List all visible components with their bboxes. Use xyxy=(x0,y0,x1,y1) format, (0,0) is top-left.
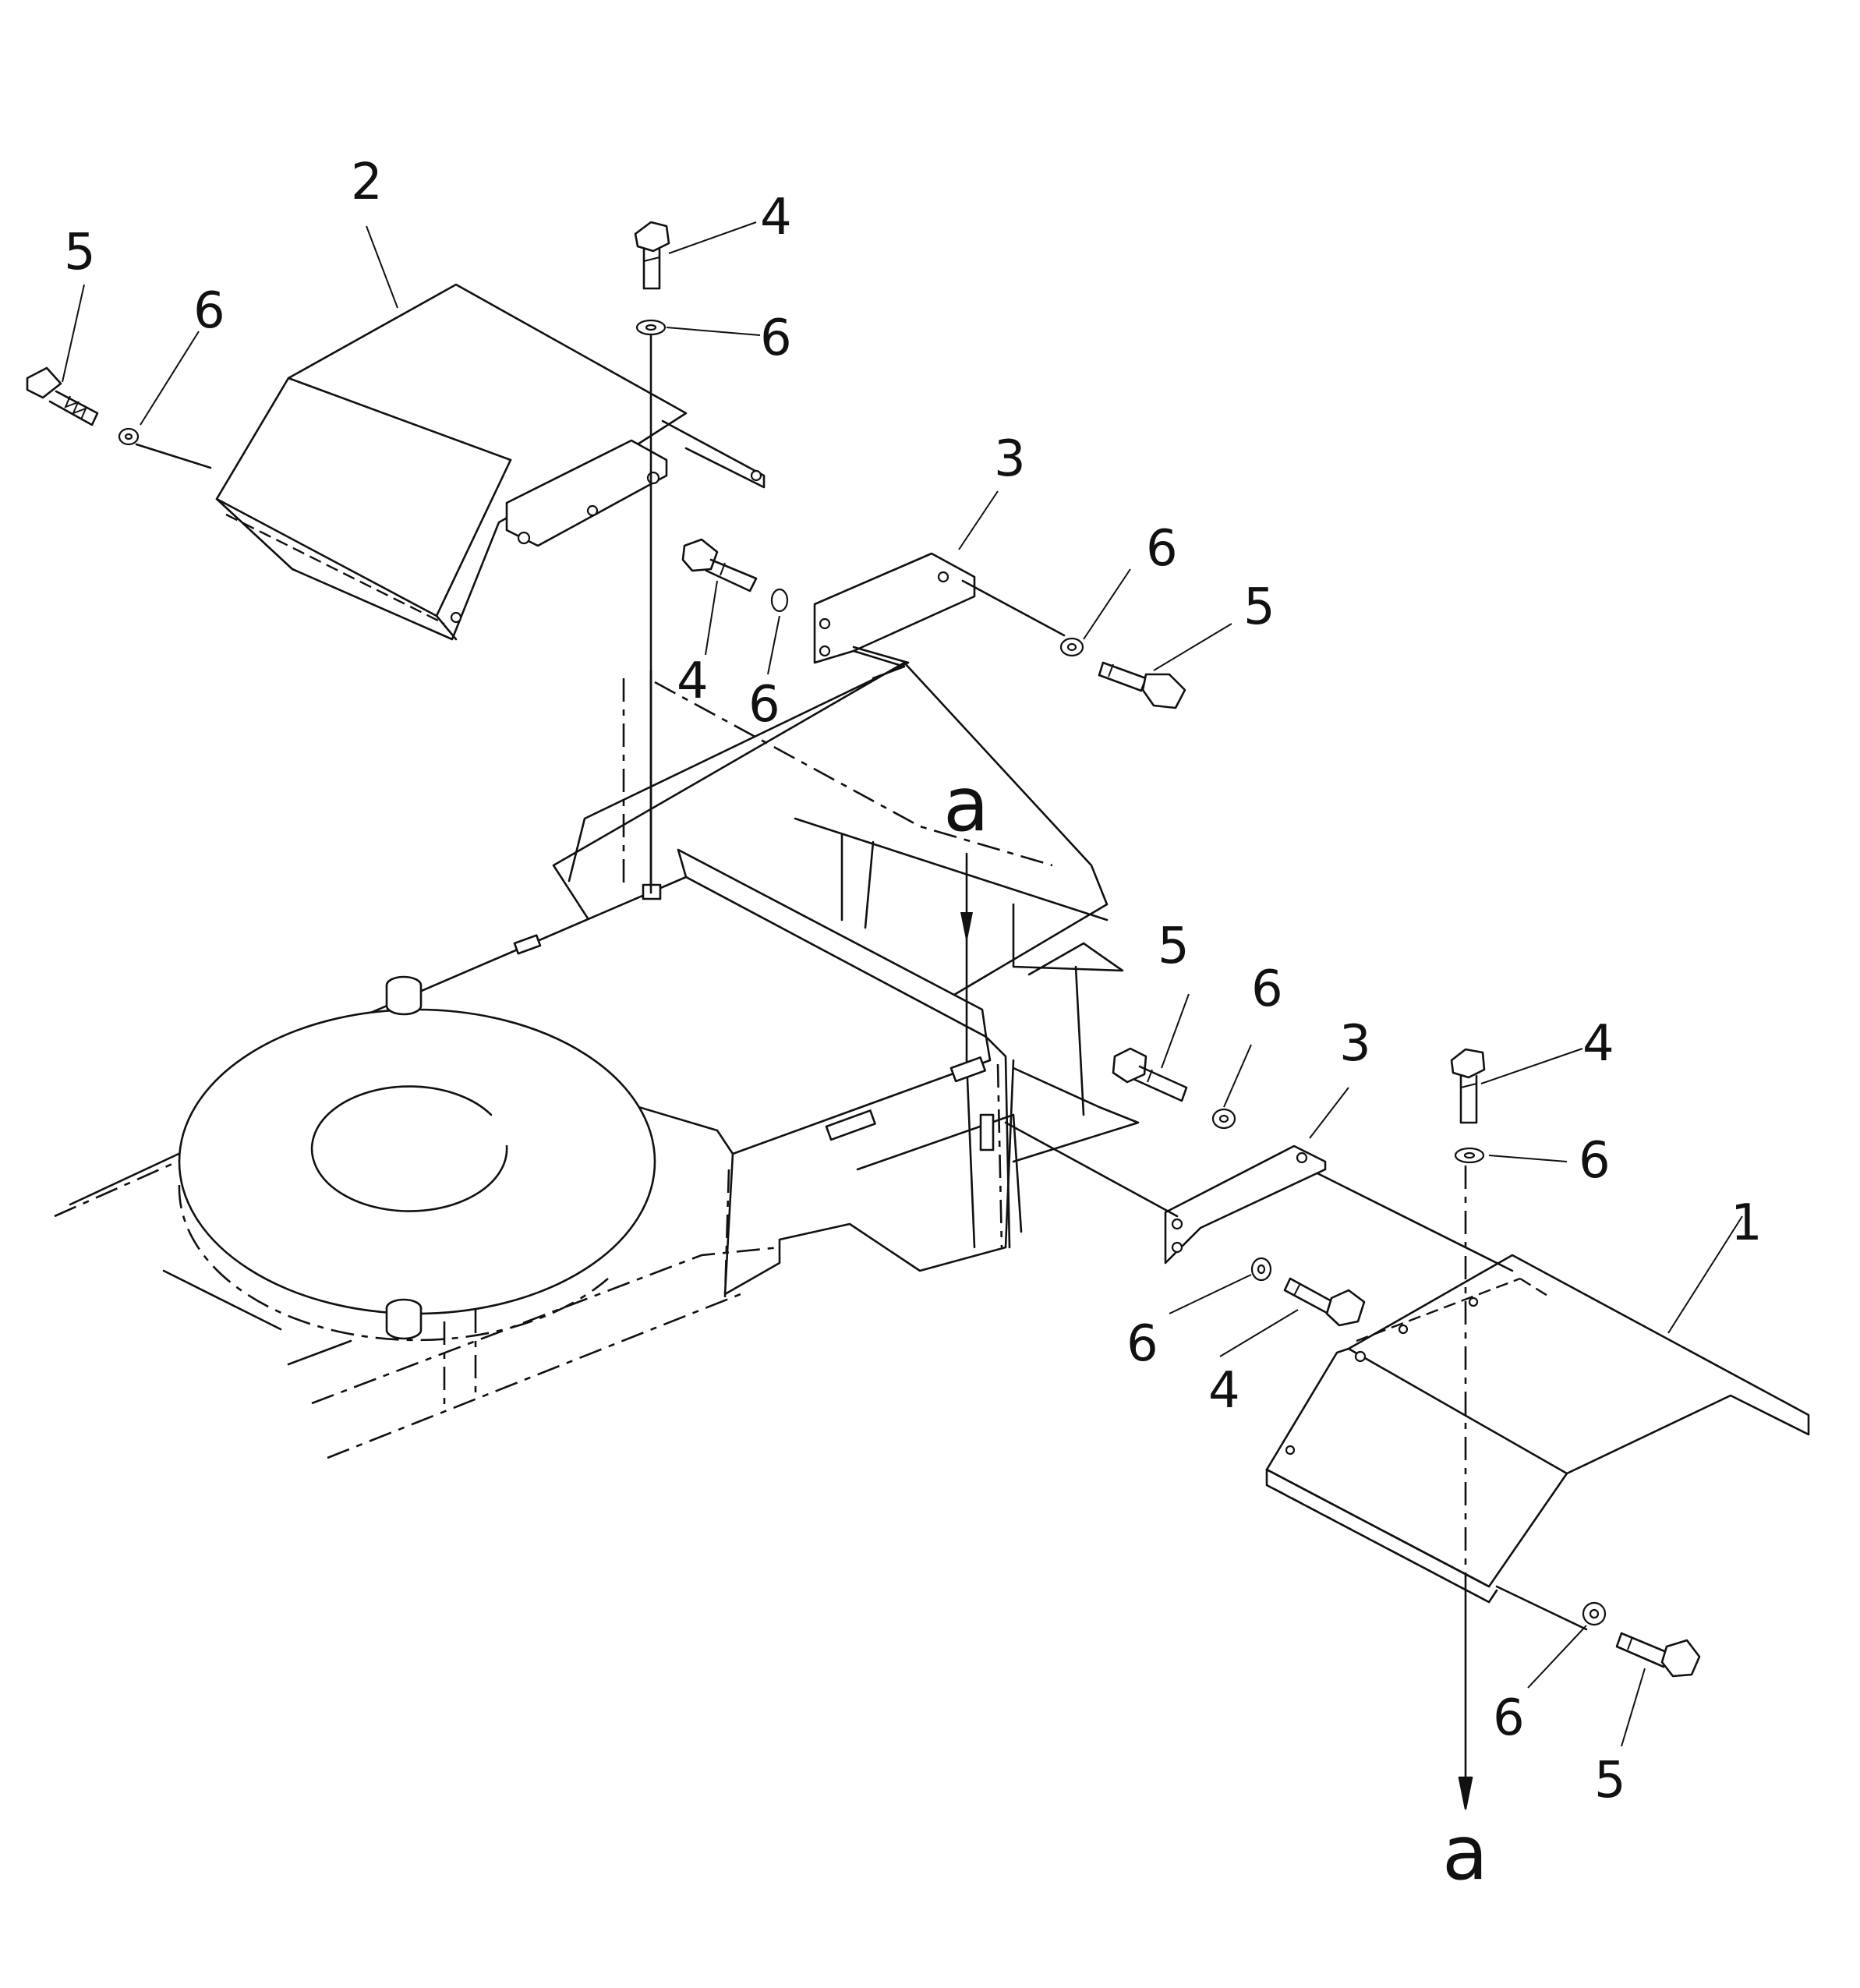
callout-a-lower: a xyxy=(1442,1809,1488,1897)
alignment-lines xyxy=(135,334,1588,1810)
washer-6-mid xyxy=(770,588,789,613)
bolt-5-lower xyxy=(1112,1047,1188,1102)
bolt-4-lower-left xyxy=(1283,1277,1366,1327)
callout-6-lower: 6 xyxy=(1251,960,1283,1018)
callout-6-top-mid: 6 xyxy=(760,310,792,367)
callout-5-upper-right: 5 xyxy=(1243,578,1275,636)
cover-part-1 xyxy=(1265,1254,1810,1604)
callout-6-upper-right: 6 xyxy=(1146,520,1178,578)
frame-assembly xyxy=(54,661,1140,1459)
bracket-part-3-lower xyxy=(1164,1144,1327,1265)
callout-leaders xyxy=(62,221,1743,1747)
callout-5-top-left: 5 xyxy=(64,224,96,281)
callout-6-bottom: 6 xyxy=(1493,1689,1525,1747)
bolt-4-lower-right xyxy=(1450,1048,1486,1124)
bolt-5-upper-right xyxy=(1098,661,1186,709)
callout-a-upper: a xyxy=(943,761,989,848)
callout-6-lower-right: 6 xyxy=(1579,1132,1611,1190)
bolt-4-mid xyxy=(681,538,758,593)
bolts-and-washers xyxy=(26,221,1701,1678)
callout-1: 1 xyxy=(1731,1194,1763,1252)
bolt-5-bottom xyxy=(1615,1632,1701,1678)
callout-4-mid: 4 xyxy=(677,653,709,710)
callout-6-top-left: 6 xyxy=(193,282,225,340)
callout-6-lower-left: 6 xyxy=(1126,1315,1158,1373)
stud-posts xyxy=(385,975,477,1411)
swing-circle xyxy=(178,1008,656,1315)
bracket-part-3-upper xyxy=(568,552,976,883)
callout-5-lower: 5 xyxy=(1158,918,1190,975)
callout-4-lower-right: 4 xyxy=(1582,1015,1614,1073)
callout-6-mid: 6 xyxy=(748,676,780,734)
callout-3-upper: 3 xyxy=(994,430,1026,488)
callout-3-lower: 3 xyxy=(1339,1015,1371,1073)
cover-part-2 xyxy=(215,283,766,641)
callout-labels: 2 5 6 4 6 3 6 5 4 6 a 5 6 3 4 6 1 6 4 6 … xyxy=(64,154,1763,1897)
bolt-5-top-left xyxy=(26,366,99,426)
callout-2-top: 2 xyxy=(351,154,383,211)
bolt-4-top-mid xyxy=(634,221,670,290)
callout-5-bottom: 5 xyxy=(1594,1752,1626,1809)
callout-4-top-mid: 4 xyxy=(760,189,792,246)
callout-4-lower-left: 4 xyxy=(1208,1362,1240,1420)
